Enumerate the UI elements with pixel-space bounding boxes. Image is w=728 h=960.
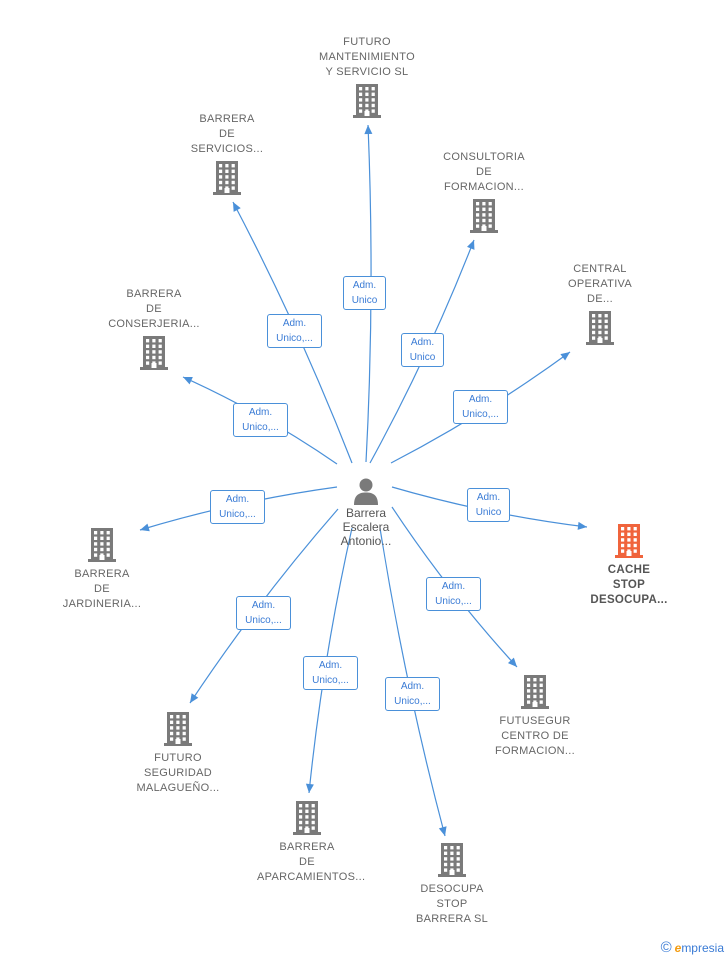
edge-label-barrera-jardineria[interactable]: Adm.Unico,... (210, 490, 265, 524)
arrowhead-futusegur (507, 657, 517, 667)
arrowhead-barrera-jardineria (140, 523, 150, 532)
edge-label-barrera-servicios[interactable]: Adm.Unico,... (267, 314, 322, 348)
arrowhead-futuro-mantenimiento (364, 125, 373, 135)
building-icon (213, 161, 241, 195)
building-icon (438, 843, 466, 877)
footer-credit[interactable]: ©empresia (661, 939, 724, 956)
building-icon (521, 675, 549, 709)
building-icon (470, 199, 498, 233)
arrowhead-cache-stop (577, 521, 587, 530)
arrowhead-barrera-conserjeria (183, 377, 193, 385)
edge-label-desocupa-stop[interactable]: Adm.Unico,... (385, 677, 440, 711)
building-icon (293, 801, 321, 835)
edge-label-futusegur[interactable]: Adm.Unico,... (426, 577, 481, 611)
arrowhead-consultoria-formacion (467, 240, 475, 250)
building-icon (586, 311, 614, 345)
edge-label-futuro-mantenimiento[interactable]: Adm.Unico (343, 276, 386, 310)
building-icon (353, 84, 381, 118)
building-icon (140, 336, 168, 370)
building-icon (88, 528, 116, 562)
arrowhead-desocupa-stop (438, 826, 447, 836)
edge-label-central-operativa[interactable]: Adm.Unico,... (453, 390, 508, 424)
person-icon (354, 478, 378, 505)
edge-label-barrera-conserjeria[interactable]: Adm.Unico,... (233, 403, 288, 437)
building-icon (615, 524, 643, 558)
arrowhead-futuro-seguridad (190, 693, 199, 703)
arrowhead-barrera-aparcamientos (305, 783, 314, 793)
edge-label-futuro-seguridad[interactable]: Adm.Unico,... (236, 596, 291, 630)
copyright-icon: © (660, 939, 672, 956)
center-person[interactable]: Barrera Escalera Antonio... (326, 476, 406, 548)
person-name: Barrera Escalera Antonio... (340, 506, 392, 548)
edge-label-barrera-aparcamientos[interactable]: Adm.Unico,... (303, 656, 358, 690)
arrowhead-barrera-servicios (233, 202, 241, 212)
brand-name: mpresia (681, 941, 724, 955)
brand-initial: e (674, 941, 682, 955)
arrowhead-central-operativa (560, 352, 570, 361)
building-icon (164, 712, 192, 746)
edge-label-cache-stop[interactable]: Adm.Unico (467, 488, 510, 522)
edge-label-consultoria-formacion[interactable]: Adm.Unico (401, 333, 444, 367)
